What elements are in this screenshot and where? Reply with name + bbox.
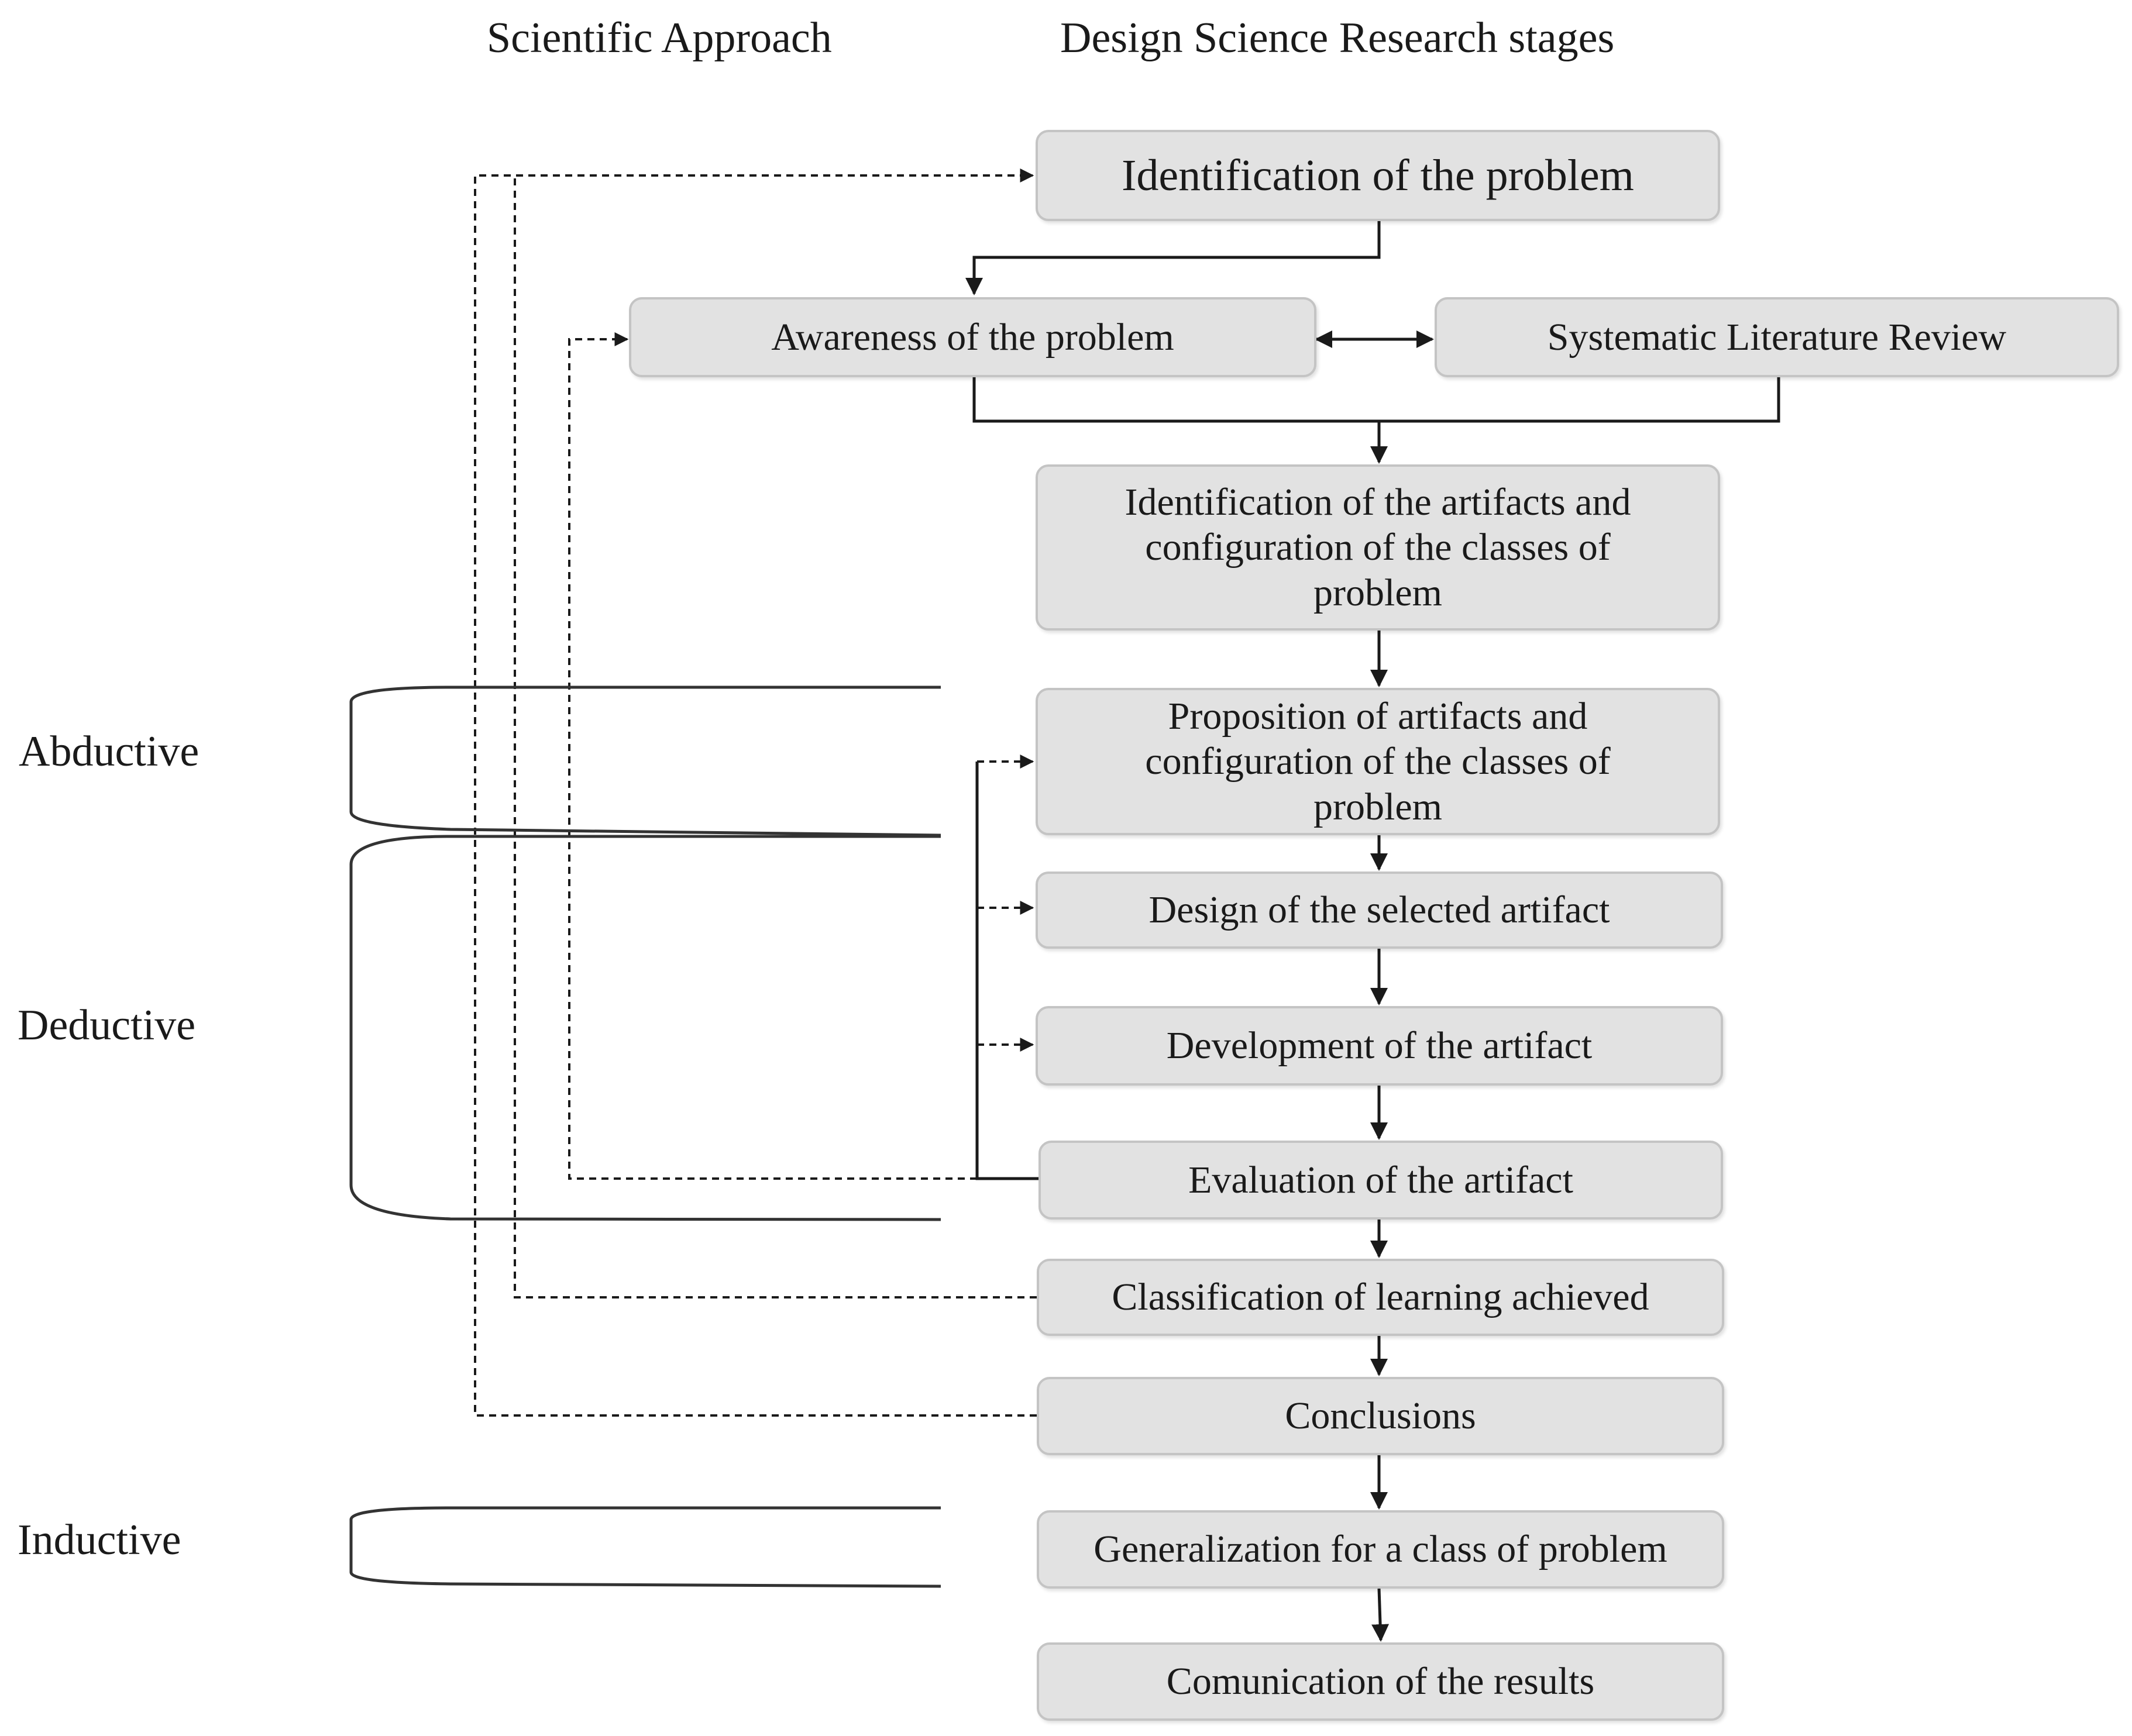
stage-communication: Comunication of the results: [1037, 1642, 1724, 1721]
label-abductive: Abductive: [19, 728, 200, 776]
stage-label: Systematic Literature Review: [1547, 315, 2007, 359]
stage-identification-artifacts: Identification of the artifacts and conf…: [1036, 464, 1720, 631]
brace-abductive: [349, 686, 941, 837]
stage-label: Identification of the problem: [1122, 150, 1634, 200]
line-awareness-slr-merge: [972, 377, 1780, 423]
stage-slr: Systematic Literature Review: [1435, 297, 2119, 377]
stage-development: Development of the artifact: [1036, 1006, 1723, 1086]
arrow-evaluation-to-awareness: [568, 332, 1039, 1180]
stage-label: Proposition of artifacts and configurati…: [1145, 695, 1611, 828]
stage-label: Evaluation of the artifact: [1188, 1158, 1573, 1201]
header-dsr-stages: Design Science Research stages: [1060, 14, 1615, 62]
arrow-classification-to-identification: [514, 175, 1037, 1298]
stage-awareness: Awareness of the problem: [629, 297, 1316, 377]
stage-label: Comunication of the results: [1166, 1660, 1595, 1703]
label-inductive: Inductive: [18, 1516, 181, 1564]
arrow-conclusions-to-identification: [474, 168, 1037, 1417]
stage-identification-problem: Identification of the problem: [1036, 130, 1720, 221]
stage-design: Design of the selected artifact: [1036, 872, 1723, 949]
label-deductive: Deductive: [18, 1001, 196, 1049]
line-evaluation-feedback-solid: [975, 762, 1039, 1180]
stage-evaluation: Evaluation of the artifact: [1039, 1141, 1723, 1220]
arrow-identification-to-awareness: [965, 221, 1381, 295]
stage-label: Development of the artifact: [1166, 1024, 1593, 1067]
stage-generalization: Generalization for a class of problem: [1037, 1510, 1724, 1589]
stage-label: Classification of learning achieved: [1112, 1276, 1649, 1319]
stage-label: Conclusions: [1285, 1394, 1476, 1438]
stage-classification: Classification of learning achieved: [1037, 1259, 1724, 1336]
stage-conclusions: Conclusions: [1037, 1377, 1724, 1455]
stage-proposition: Proposition of artifacts and configurati…: [1036, 688, 1720, 835]
stage-label: Awareness of the problem: [771, 315, 1174, 359]
brace-deductive: [349, 835, 941, 1221]
brace-inductive: [349, 1506, 941, 1588]
stage-label: Identification of the artifacts and conf…: [1125, 481, 1631, 614]
arrow-to-communication: [1371, 1588, 1390, 1642]
stage-label: Generalization for a class of problem: [1093, 1528, 1667, 1571]
header-scientific-approach: Scientific Approach: [487, 14, 832, 62]
stage-label: Design of the selected artifact: [1148, 888, 1610, 932]
